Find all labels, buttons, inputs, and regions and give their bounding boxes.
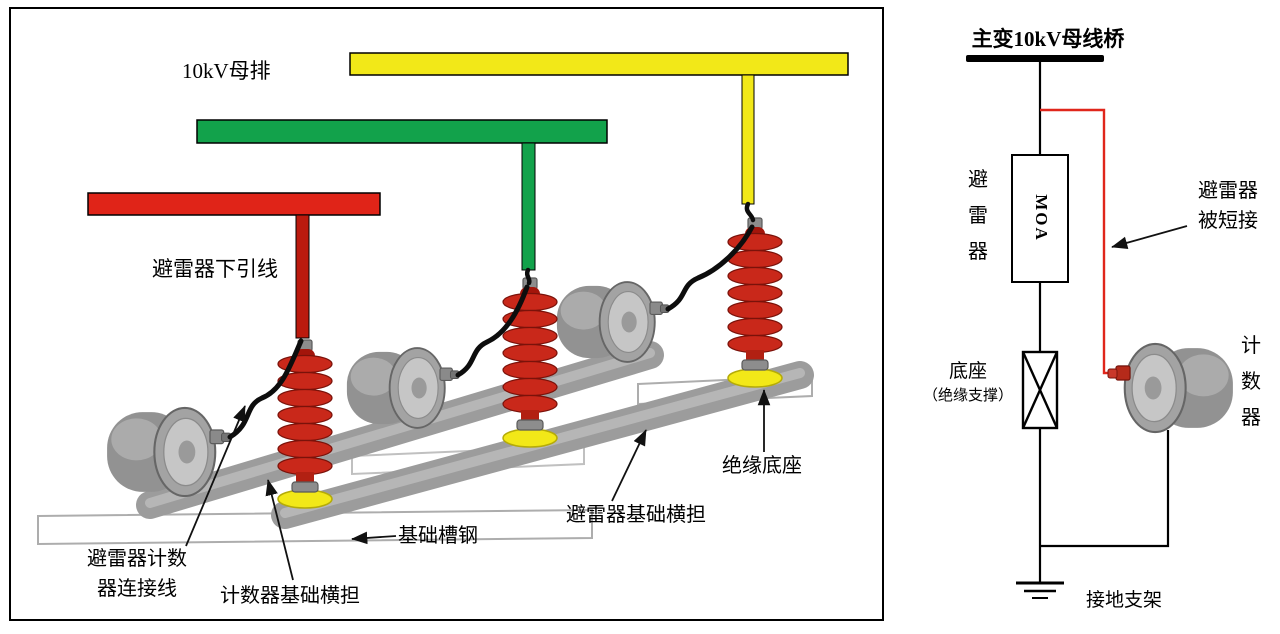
counter-wire-label-line2: 器连接线 — [97, 578, 177, 600]
busbar-yellow — [349, 52, 849, 205]
shorted-label: 避雷器 被短接 — [1180, 176, 1276, 236]
leader-arrows — [185, 389, 771, 581]
drop-link-right — [744, 201, 756, 223]
circuit-lines — [1038, 62, 1170, 583]
moa-label: MOA — [1032, 194, 1051, 242]
arrester-middle — [502, 277, 558, 431]
busbar-red — [87, 192, 381, 339]
counter-beam-label: 计数器基础横担 — [220, 585, 360, 607]
connection-wires — [227, 201, 756, 440]
ground-symbol — [1016, 581, 1064, 599]
arrow-channel-steel — [351, 531, 397, 545]
busbar-green — [196, 119, 608, 271]
schematic-counter-terminal — [1107, 365, 1131, 381]
counter-vertical-label: 计数器 — [1241, 335, 1261, 429]
insulating-pads — [277, 368, 783, 509]
base-label-line1: 底座 — [948, 361, 987, 382]
insulating-base-label: 绝缘底座 — [722, 455, 802, 477]
schematic-counter — [1107, 342, 1234, 434]
drop-link-middle — [524, 267, 532, 286]
base-label: 底座 （绝缘支撑） — [916, 360, 1020, 406]
arrow-counter-wire — [185, 405, 246, 547]
arrester-beam-label: 避雷器基础横担 — [566, 504, 706, 526]
base-label-line2: （绝缘支撑） — [922, 387, 1013, 404]
arrow-arrester-beam — [611, 429, 647, 502]
ground-label: 接地支架 — [1086, 590, 1163, 611]
bus-bridge-bar — [966, 55, 1104, 62]
shorted-label-line1: 避雷器 — [1198, 180, 1258, 202]
counter-wire-label: 避雷器计数 器连接线 — [62, 544, 212, 604]
down-lead-label: 避雷器下引线 — [152, 257, 278, 281]
insulating-base-box — [1021, 350, 1059, 430]
moa-box — [1011, 154, 1069, 283]
counter-wire-right — [665, 224, 755, 312]
channel-steel-label: 基础槽钢 — [398, 525, 478, 547]
busbar-label: 10kV母排 — [182, 59, 271, 83]
counter-ground-wire — [1041, 430, 1170, 548]
counter-wire-label-line1: 避雷器计数 — [87, 548, 187, 570]
arrester-left — [277, 339, 333, 493]
arrester-vertical-label: 避雷器 — [968, 169, 988, 263]
arrester-right — [727, 217, 783, 371]
counter-wire-middle — [455, 284, 530, 378]
arrow-counter-beam — [265, 479, 294, 581]
shorted-label-line2: 被短接 — [1198, 210, 1258, 232]
counter-base-beam — [136, 341, 664, 519]
arrow-shorted — [1111, 225, 1188, 249]
counter-wire-left — [227, 338, 304, 440]
bus-bridge-title: 主变10kV母线桥 — [971, 27, 1125, 51]
